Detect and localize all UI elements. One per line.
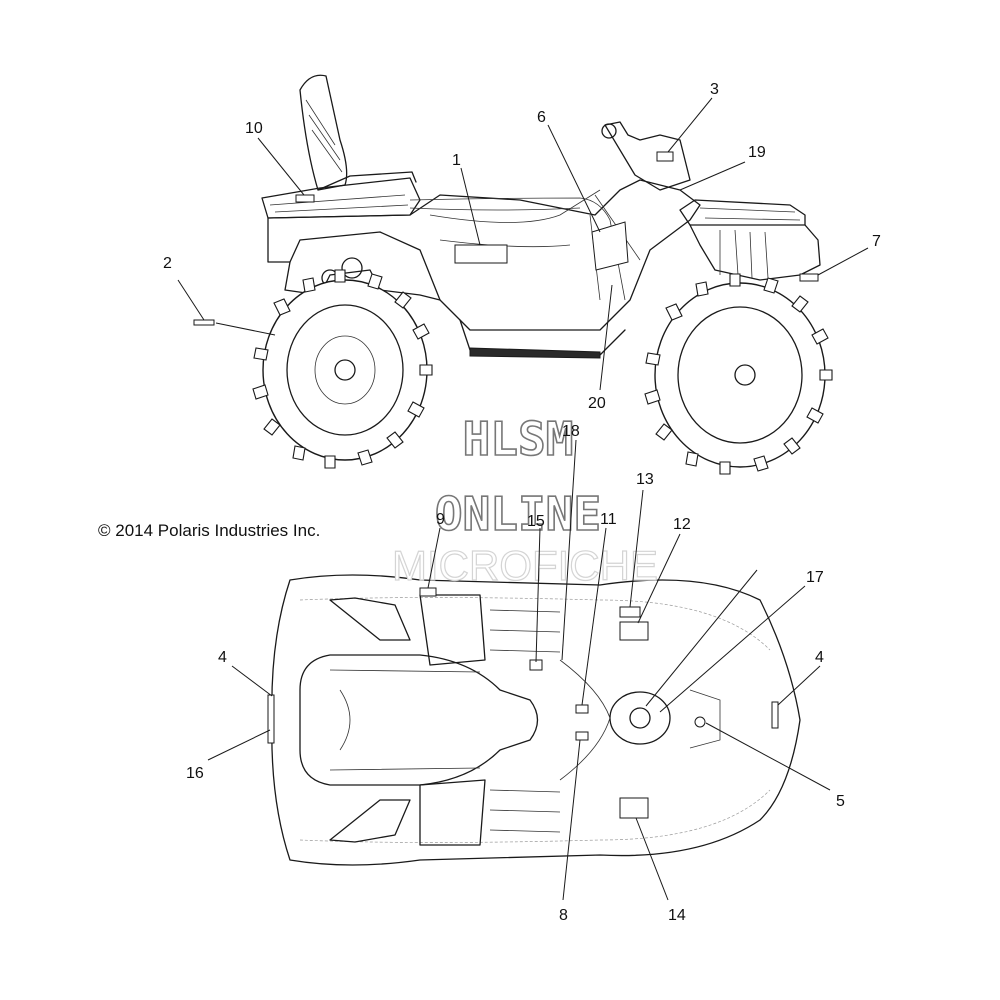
decal-2 (193, 319, 215, 326)
callout-7: 7 (872, 233, 881, 250)
atv-side-view (193, 74, 833, 475)
decal-14 (619, 797, 649, 819)
callout-19: 19 (748, 144, 766, 161)
decal-9 (419, 587, 437, 597)
seat-back (299, 74, 348, 191)
decal-12 (619, 621, 649, 641)
callout-11: 11 (600, 511, 617, 528)
rear-rack (261, 177, 421, 219)
handlebar-pod (604, 121, 691, 191)
body-shell (267, 179, 701, 331)
top-seat (299, 654, 539, 786)
callout-14: 14 (668, 907, 686, 924)
watermark-line3: MICROFICHE (392, 542, 658, 589)
callout-4-left: 4 (218, 649, 227, 666)
decal-7 (799, 273, 819, 282)
callout-9: 9 (436, 511, 445, 528)
callout-6: 6 (537, 109, 546, 126)
fuel-cap-area (609, 691, 671, 745)
callout-15: 15 (527, 513, 545, 530)
decal-1 (454, 244, 508, 264)
decal-16 (267, 694, 275, 744)
callout-12: 12 (673, 516, 691, 533)
decal-13 (619, 606, 641, 618)
callout-17: 17 (806, 569, 824, 586)
callout-18: 18 (562, 423, 580, 440)
decal-10 (295, 194, 315, 203)
callout-5: 5 (836, 793, 845, 810)
decal-5 (694, 716, 706, 728)
callout-3: 3 (710, 81, 719, 98)
copyright-notice: © 2014 Polaris Industries Inc. (98, 521, 320, 540)
callout-1: 1 (452, 152, 461, 169)
decal-3 (656, 151, 674, 162)
decal-4-right (771, 701, 779, 729)
rear-wheel (252, 269, 433, 469)
front-wheel (644, 273, 833, 475)
decal-6 (591, 221, 629, 271)
callout-13: 13 (636, 471, 654, 488)
decal-11 (575, 704, 589, 714)
atv-top-view (267, 574, 801, 866)
callout-16: 16 (186, 765, 204, 782)
callout-8: 8 (559, 907, 568, 924)
callout-10: 10 (245, 120, 263, 137)
callout-20: 20 (588, 395, 606, 412)
watermark-line2: ONLINE (435, 487, 601, 541)
watermark: HLSM ONLINE MICROFICHE (391, 411, 658, 589)
leader-lines (177, 97, 869, 901)
decal-8 (575, 731, 589, 741)
callout-2: 2 (163, 255, 172, 272)
watermark-line1: HLSM (463, 412, 574, 466)
top-outline (271, 574, 801, 866)
callout-numbers: 1 2 3 4 4 5 6 7 8 9 10 11 12 13 14 15 16… (163, 81, 881, 924)
callout-4-right: 4 (815, 649, 824, 666)
